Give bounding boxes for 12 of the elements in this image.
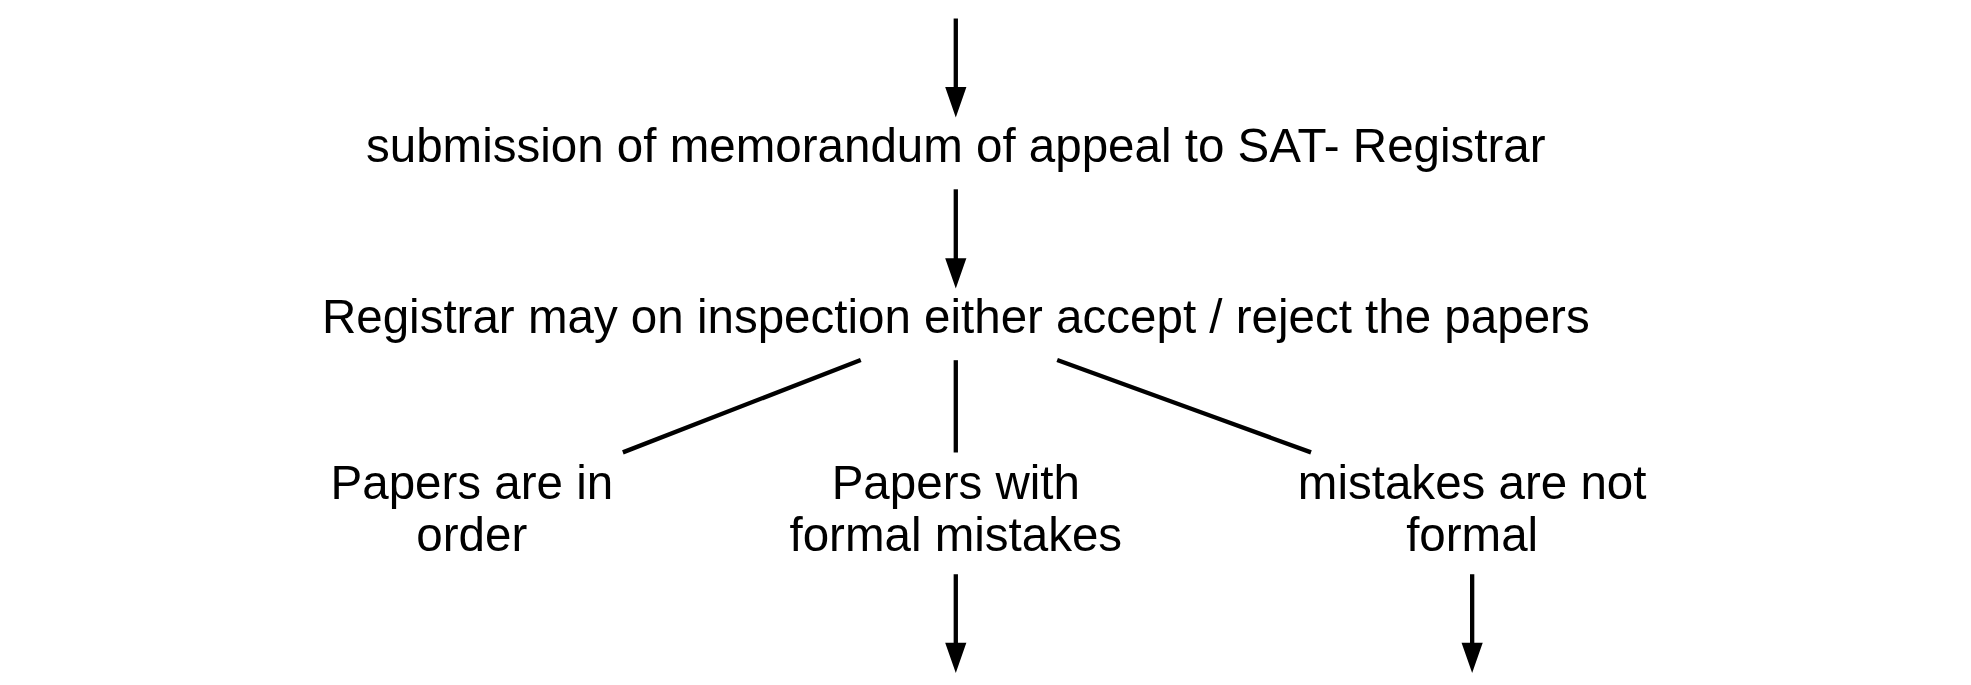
node-text: Registrar may on inspection either accept / reject the papers [321, 289, 1590, 343]
node-text: Papers are in order [330, 456, 614, 562]
arrow [945, 189, 967, 289]
connector [1056, 357, 1312, 455]
node-text: Papers with formal mistakes [789, 456, 1123, 562]
node-text: mistakes are not formal [1297, 456, 1647, 562]
node-text: submission of memorandum of appeal to SAT- Registrar [365, 119, 1546, 173]
connector [953, 360, 958, 453]
arrow [1461, 574, 1483, 673]
arrow [945, 18, 967, 118]
arrow [945, 574, 967, 673]
connector [622, 357, 862, 455]
